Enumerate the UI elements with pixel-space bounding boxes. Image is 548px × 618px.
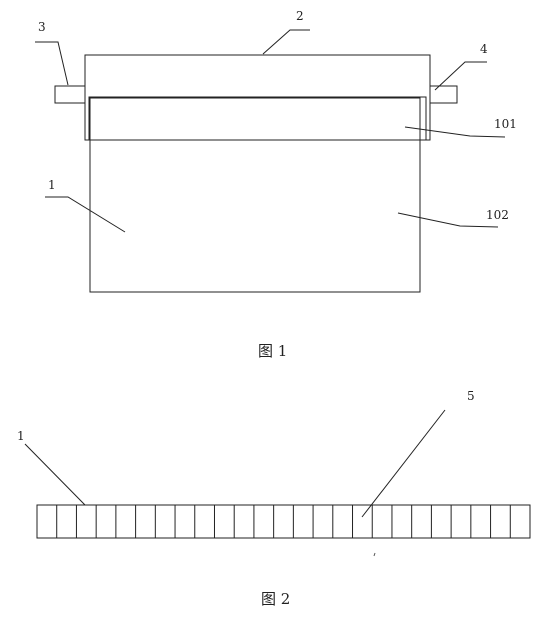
label-102: 102 [486, 208, 509, 222]
label-4: 4 [480, 42, 488, 56]
upper-region-outline [88, 96, 427, 141]
leader-line-1 [45, 196, 126, 233]
leader-line-3 [35, 41, 69, 86]
leader-line-2 [262, 29, 310, 55]
figure-2-caption: 图 2 [261, 590, 290, 608]
right-handle [429, 85, 458, 104]
left-handle [54, 85, 86, 104]
figure-1: 3 2 4 101 1 102 图 1 [35, 9, 517, 360]
label-1: 1 [48, 178, 56, 192]
label-strip: 1 [17, 429, 25, 443]
figure-1-caption: 图 1 [258, 342, 287, 360]
label-3: 3 [38, 20, 46, 34]
stray-mark [373, 552, 376, 557]
label-cell: 5 [467, 389, 475, 403]
leader-line-101 [404, 126, 506, 138]
figure-2: 1 5 图 2 [17, 389, 531, 608]
leader-line-strip [24, 443, 86, 506]
leader-line-4 [434, 61, 487, 91]
body-outline [89, 97, 421, 293]
label-101: 101 [494, 117, 517, 131]
leader-line-102 [397, 212, 499, 228]
leader-line-cell [361, 409, 446, 518]
strip-cells [56, 505, 511, 538]
label-2: 2 [296, 9, 304, 23]
strip-outline [36, 504, 531, 539]
